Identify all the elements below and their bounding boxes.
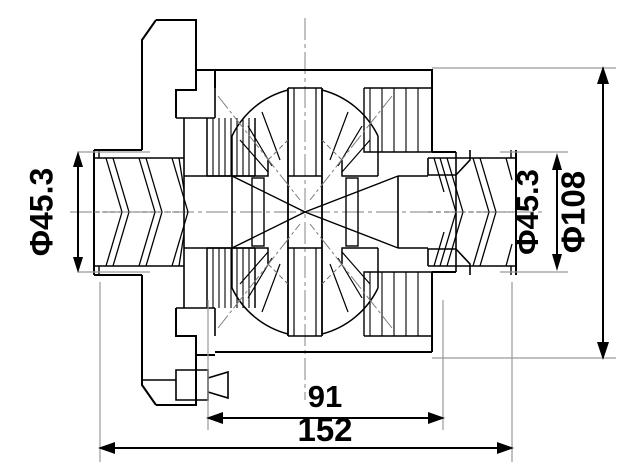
outer-diameter-label: Φ108 bbox=[555, 171, 592, 253]
inner-width-extension-lines bbox=[207, 300, 444, 430]
overall-width-label: 152 bbox=[297, 411, 352, 448]
right-rib-hatch-lower bbox=[369, 272, 419, 336]
left-thrust-washer bbox=[251, 177, 265, 247]
dimension-left-bore-diameter: Φ45.3 bbox=[23, 151, 150, 273]
bottom-boss-outline bbox=[156, 354, 215, 406]
upper-left-pinion-root bbox=[232, 160, 269, 177]
upper-left-pinion-arc bbox=[231, 89, 289, 137]
left-extension-lines bbox=[78, 151, 150, 273]
overall-width-arrow-right bbox=[497, 442, 514, 454]
right-spline-teeth-lower bbox=[433, 211, 513, 267]
dimension-outer-diameter: Φ108 bbox=[432, 66, 616, 360]
right-side-gear-cone bbox=[303, 175, 399, 249]
cross-pin-bore-lower bbox=[293, 248, 317, 336]
outer-extension-lines bbox=[432, 67, 616, 359]
differential-case bbox=[94, 19, 456, 406]
outer-arrow-bottom bbox=[597, 342, 609, 360]
hidden-upper-left bbox=[267, 139, 289, 161]
left-splined-shaft bbox=[93, 150, 189, 275]
right-hub-taper-top bbox=[455, 150, 471, 176]
right-inner-arrow-bottom bbox=[552, 254, 562, 271]
dimension-right-bore-diameter: Φ45.3 bbox=[500, 151, 568, 273]
upper-right-pinion-axis bbox=[309, 95, 393, 201]
right-rib-hatch-upper bbox=[369, 88, 419, 152]
left-dim-arrow-top bbox=[73, 151, 83, 167]
upper-right-pinion-root bbox=[341, 160, 378, 177]
lower-left-pinion-root bbox=[232, 247, 269, 264]
hidden-lower-right bbox=[321, 263, 343, 285]
right-rib-outline-upper bbox=[363, 88, 432, 153]
overall-width-arrow-left bbox=[98, 442, 115, 454]
right-rib-outline-lower bbox=[363, 271, 432, 336]
top-boss-outline bbox=[156, 19, 215, 71]
inner-width-label: 91 bbox=[308, 379, 342, 414]
left-spline-teeth-lower bbox=[105, 211, 189, 267]
inner-width-arrow-left bbox=[206, 412, 223, 424]
pinion-axis-lines bbox=[217, 95, 393, 329]
lower-right-pinion-root bbox=[341, 247, 378, 264]
upper-right-pinion-arc bbox=[321, 89, 379, 137]
lower-right-pinion-arc bbox=[321, 287, 379, 335]
inner-width-arrow-right bbox=[428, 412, 445, 424]
left-bore-diameter-label: Φ45.3 bbox=[23, 168, 59, 257]
outer-arrow-top bbox=[597, 66, 609, 84]
right-bore-diameter-label: Φ45.3 bbox=[510, 169, 545, 255]
right-inner-extension-lines bbox=[500, 151, 568, 273]
overall-width-extension-lines bbox=[99, 282, 513, 462]
hidden-detail-lines bbox=[94, 139, 516, 285]
top-left-taper bbox=[141, 19, 157, 150]
right-shaft-shoulder-top bbox=[427, 158, 456, 176]
right-case-ribs bbox=[363, 87, 432, 337]
lower-right-pinion-axis bbox=[309, 223, 393, 329]
left-spline-teeth-upper bbox=[105, 157, 189, 213]
dimension-inner-width: 91 bbox=[206, 300, 445, 430]
right-hub-taper-bottom bbox=[455, 248, 471, 275]
right-shaft-shoulder-bottom bbox=[427, 248, 456, 266]
left-dim-arrow-bottom bbox=[73, 257, 83, 273]
bottom-left-taper bbox=[141, 275, 157, 406]
right-thrust-washer bbox=[345, 177, 359, 247]
lower-left-pinion-axis bbox=[217, 223, 301, 329]
hidden-upper-right bbox=[321, 139, 343, 161]
right-splined-shaft bbox=[427, 150, 517, 275]
cross-pin bbox=[287, 87, 323, 337]
upper-left-pinion-axis bbox=[217, 95, 301, 201]
cross-pin-bore-upper bbox=[293, 88, 317, 176]
lower-left-pinion-arc bbox=[231, 287, 289, 335]
bottom-boss-step bbox=[175, 308, 197, 355]
thrust-washers bbox=[251, 177, 359, 247]
ring-gear-flange bbox=[206, 118, 256, 308]
hidden-lower-left bbox=[267, 263, 289, 285]
upper-case-roof bbox=[215, 69, 433, 152]
side-gear-cones bbox=[231, 175, 399, 249]
lug-taper bbox=[207, 370, 229, 400]
dimension-overall-width: 152 bbox=[98, 282, 514, 462]
lower-pinion-gear bbox=[231, 247, 379, 335]
top-boss-step bbox=[175, 70, 197, 118]
right-inner-arrow-top bbox=[552, 153, 562, 170]
